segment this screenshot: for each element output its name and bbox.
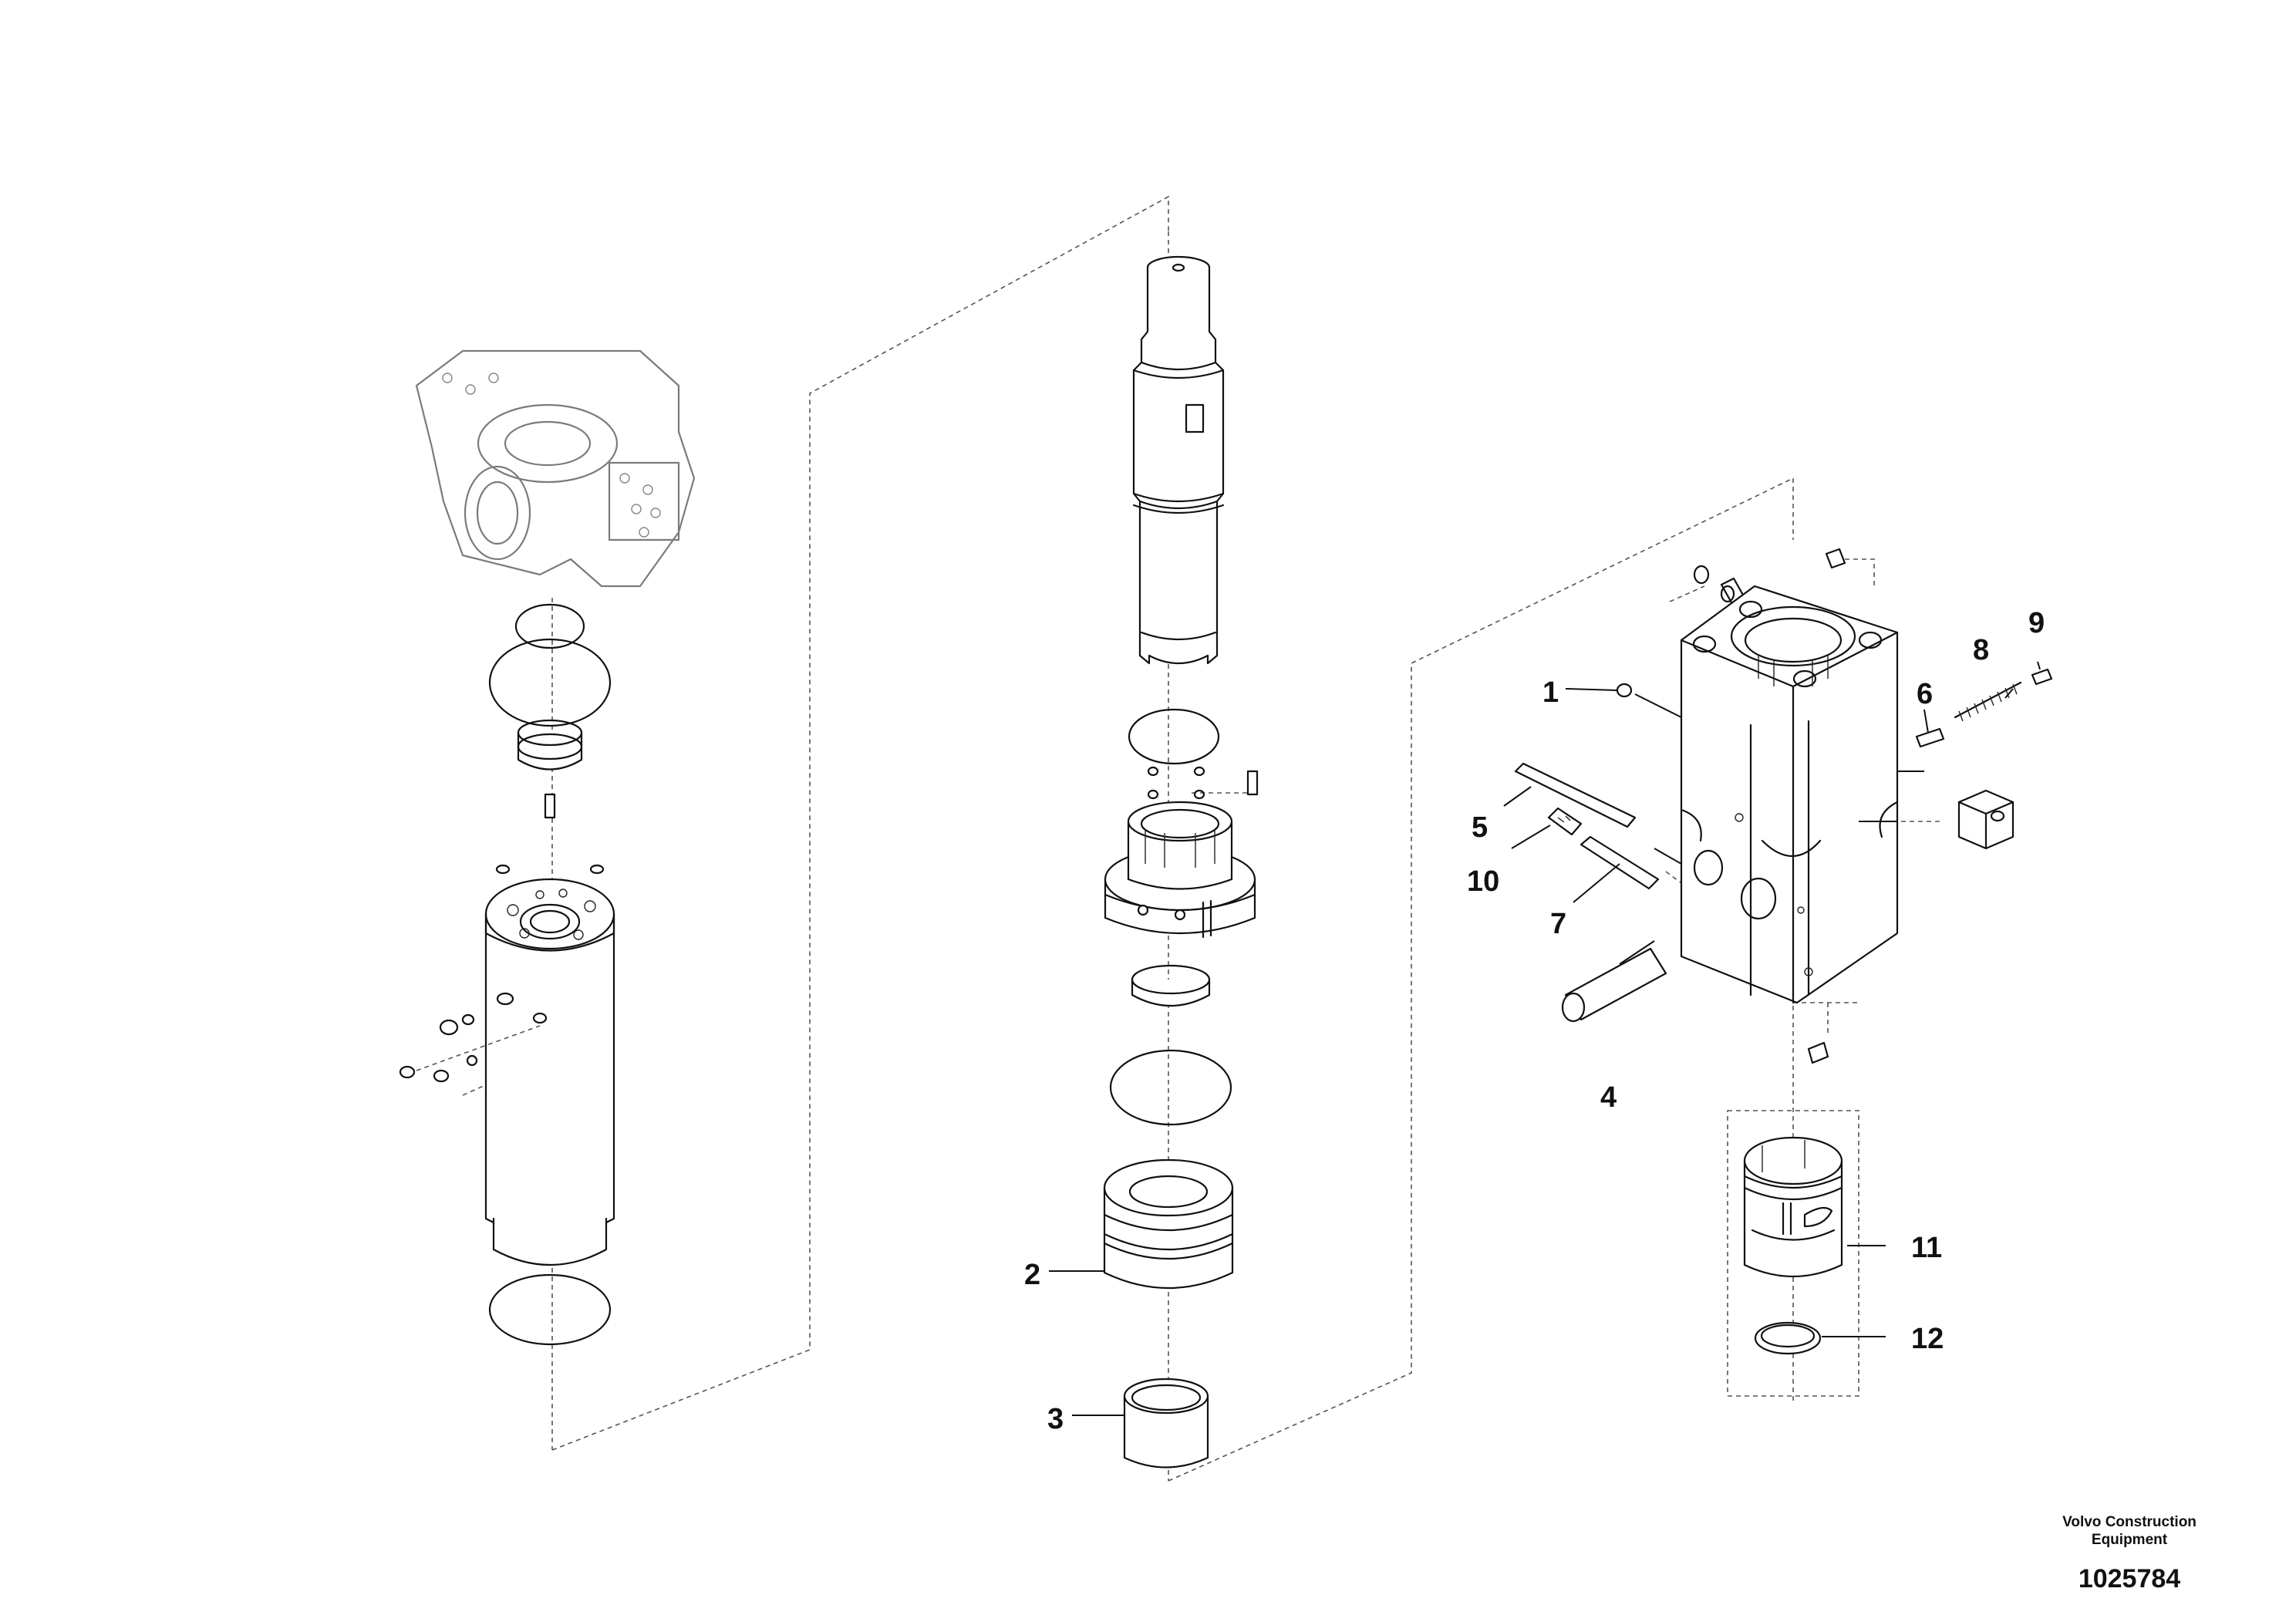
label-part-8: 8: [1973, 634, 1989, 666]
part-labels: 1 2 3 4 5 6 7 8 9 10 11 12: [1024, 607, 2045, 1435]
piston: [1132, 255, 1225, 665]
label-part-5: 5: [1472, 811, 1488, 844]
side-nut-block: [1957, 789, 2014, 850]
sleeve-part-11: [1743, 1136, 1843, 1278]
middle-lower-seals: [1109, 964, 1232, 1126]
label-part-1: 1: [1542, 676, 1559, 709]
left-seal-parts: [488, 603, 612, 875]
sleeve-part-3: [1123, 1378, 1209, 1469]
right-pins: [1514, 668, 2053, 1064]
label-part-6: 6: [1917, 678, 1933, 710]
cylinder-head: [415, 349, 696, 588]
bushing-part-2: [1103, 1158, 1234, 1290]
label-part-7: 7: [1550, 908, 1566, 940]
leader-lines: [1049, 661, 2041, 1416]
upper-guide: [1104, 801, 1256, 939]
left-screws: [399, 1013, 541, 1083]
footer-credit: Volvo Construction Equipment 1025784: [2014, 1513, 2245, 1594]
brand-line-2: Equipment: [2091, 1532, 2168, 1548]
label-part-10: 10: [1467, 865, 1499, 898]
cylinder-body: [484, 878, 615, 1346]
brand-name: Volvo Construction Equipment: [2014, 1513, 2245, 1549]
brand-line-1: Volvo Construction: [2062, 1514, 2197, 1530]
main-housing-block: [1680, 585, 1899, 1004]
label-part-4: 4: [1600, 1081, 1617, 1114]
ring-part-12: [1754, 1321, 1822, 1355]
label-part-12: 12: [1911, 1323, 1944, 1355]
document-number: 1025784: [2078, 1564, 2181, 1593]
label-part-9: 9: [2028, 607, 2045, 639]
middle-seal-parts: [1128, 708, 1259, 800]
label-part-2: 2: [1024, 1259, 1040, 1291]
label-part-3: 3: [1047, 1403, 1064, 1435]
label-part-11: 11: [1911, 1232, 1942, 1264]
